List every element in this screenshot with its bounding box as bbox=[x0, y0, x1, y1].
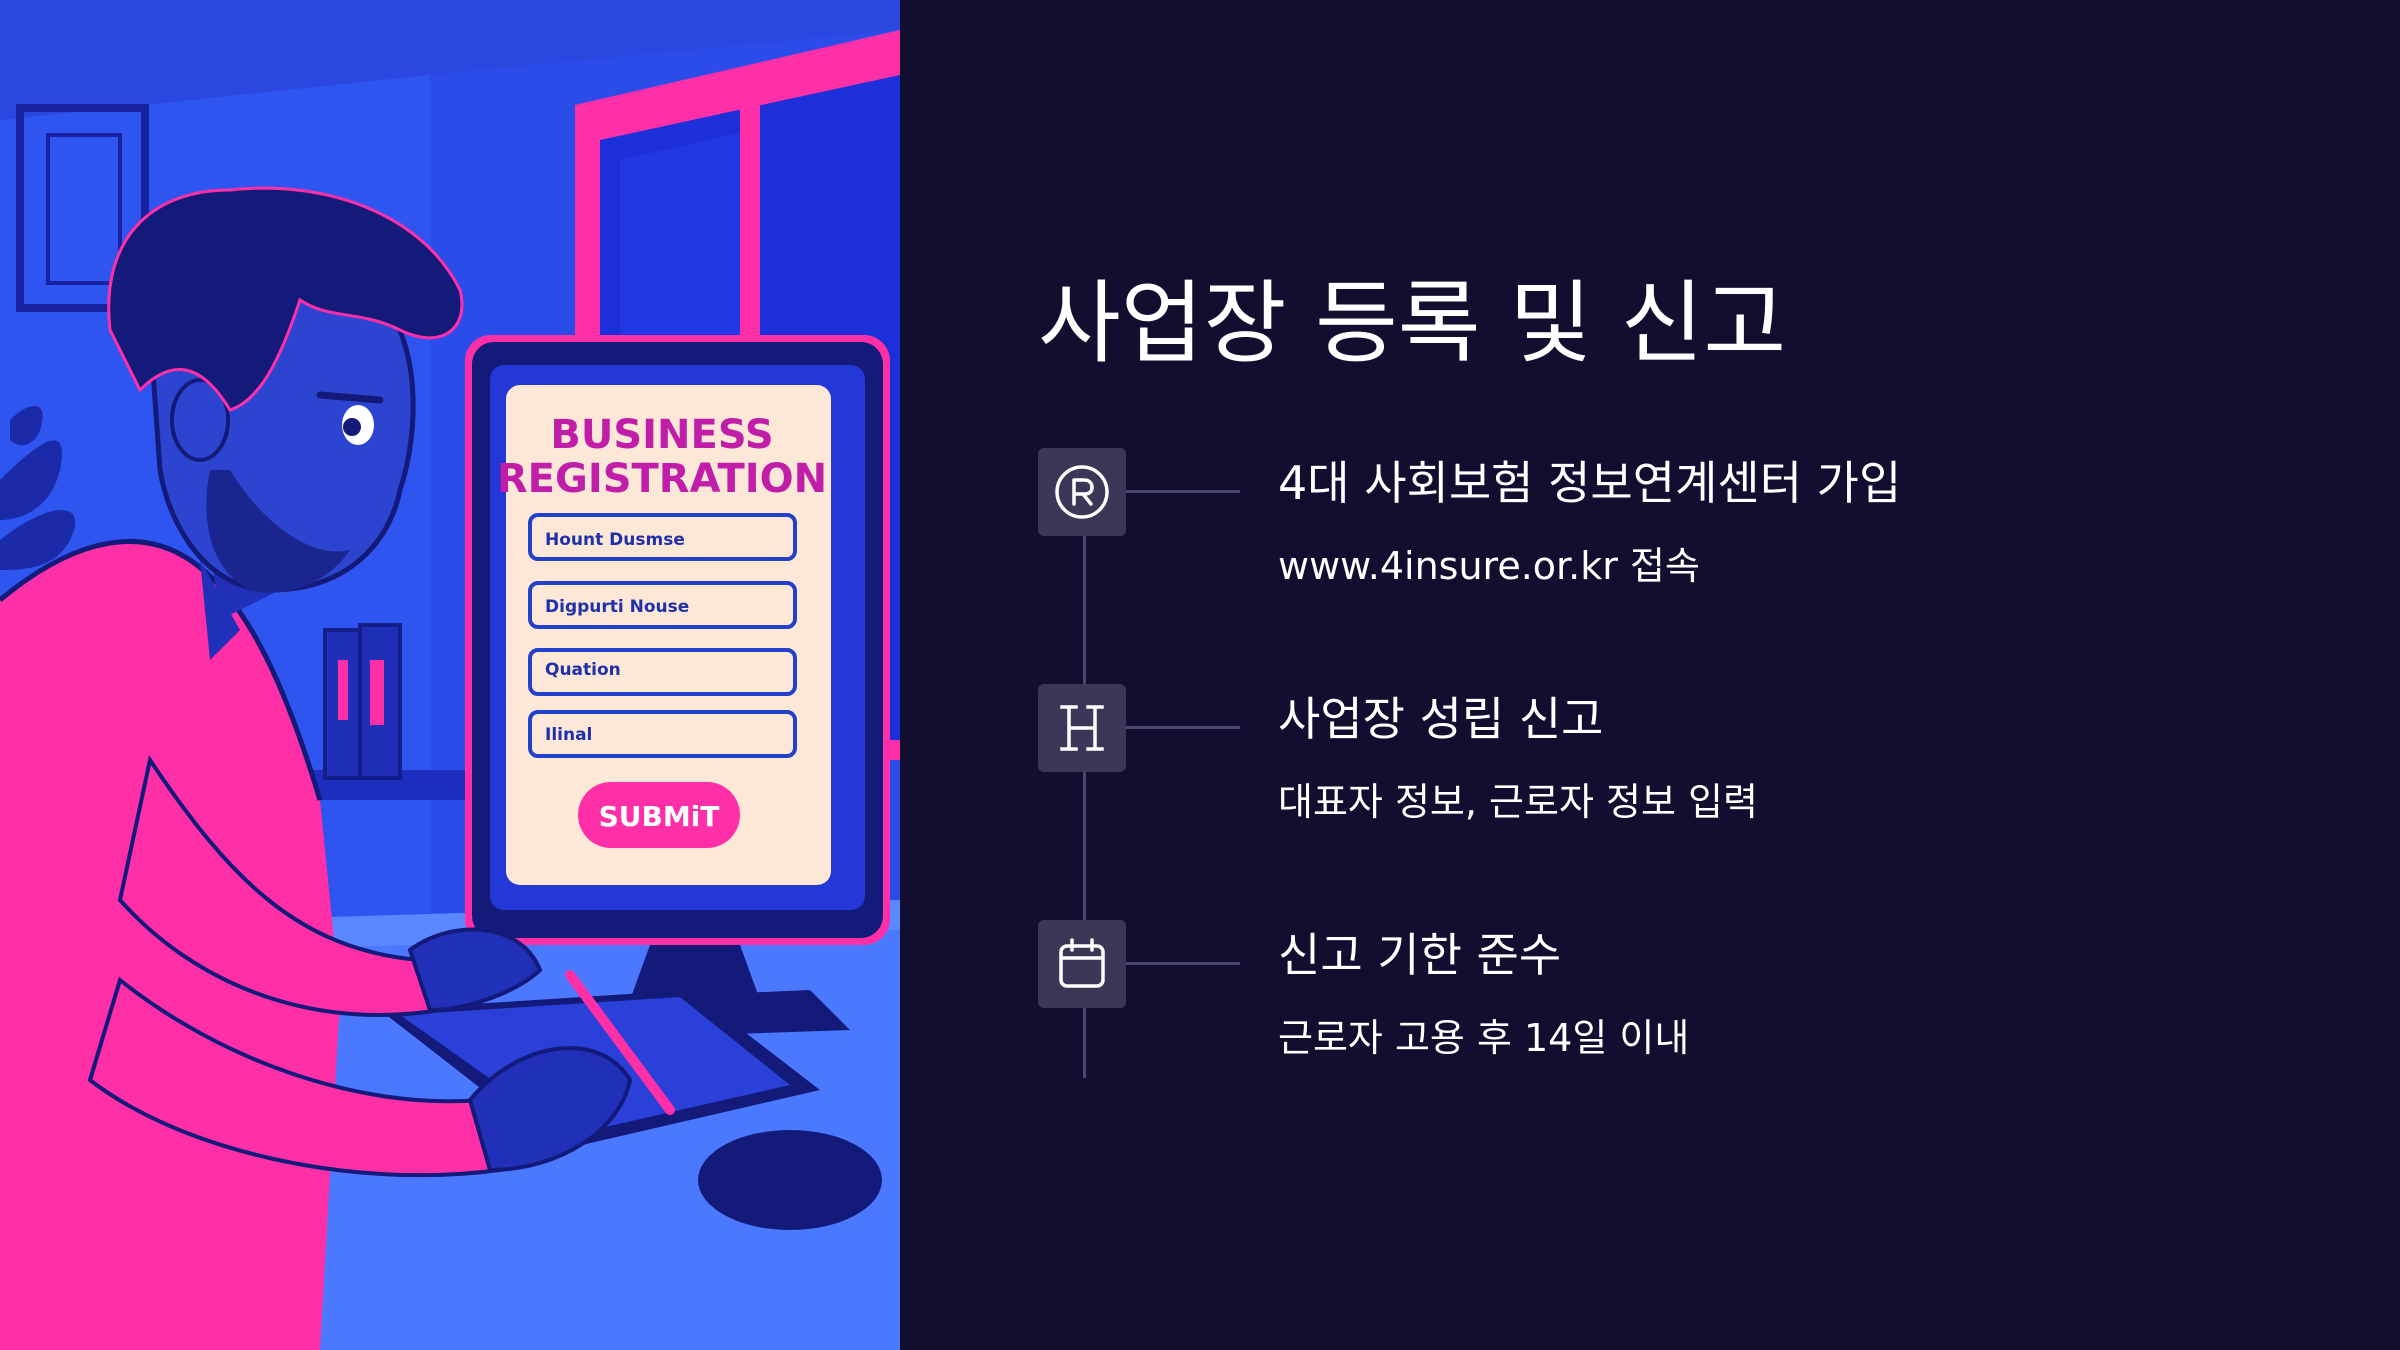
mouse bbox=[698, 1130, 882, 1230]
timeline-step-deadline: 신고 기한 준수 근로자 고용 후 14일 이내 bbox=[1038, 920, 2338, 1120]
hero-illustration: BUSINESS REGISTRATION Hount Dusmse Digpu… bbox=[0, 0, 900, 1350]
plant bbox=[0, 406, 76, 570]
person bbox=[0, 186, 675, 1350]
step-heading: 4대 사회보험 정보연계센터 가입 bbox=[1278, 456, 1902, 510]
step-description: 대표자 정보, 근로자 정보 입력 bbox=[1278, 780, 1758, 824]
calendar-icon bbox=[1038, 920, 1126, 1008]
step-connector bbox=[1126, 962, 1240, 965]
timeline-step-establishment: 사업장 성립 신고 대표자 정보, 근로자 정보 입력 bbox=[1038, 684, 2338, 884]
step-connector bbox=[1126, 490, 1240, 493]
form-field-3: Quation bbox=[545, 660, 621, 680]
step-heading: 신고 기한 준수 bbox=[1278, 928, 1562, 982]
timeline-line bbox=[1083, 534, 1086, 1078]
form-submit: SUBMiT bbox=[599, 800, 720, 833]
form-title-line1: BUSINESS bbox=[550, 412, 773, 458]
slide-content: 사업장 등록 및 신고 4대 사회보험 정보연계센터 가입 www.4insur… bbox=[900, 0, 2400, 1350]
registration-form: BUSINESS REGISTRATION Hount Dusmse Digpu… bbox=[497, 385, 831, 885]
step-connector bbox=[1126, 726, 1240, 729]
form-field-1: Hount Dusmse bbox=[545, 530, 685, 550]
letter-h-icon bbox=[1038, 684, 1126, 772]
step-description: 근로자 고용 후 14일 이내 bbox=[1278, 1016, 1690, 1060]
form-field-4: Ilinal bbox=[545, 725, 592, 745]
form-field-2: Digpurti Nouse bbox=[545, 597, 689, 617]
step-description: www.4insure.or.kr 접속 bbox=[1278, 544, 1700, 588]
slide-title: 사업장 등록 및 신고 bbox=[1038, 271, 1787, 376]
registered-icon bbox=[1038, 448, 1126, 536]
timeline-step-membership: 4대 사회보험 정보연계센터 가입 www.4insure.or.kr 접속 bbox=[1038, 448, 2338, 648]
step-heading: 사업장 성립 신고 bbox=[1278, 692, 1604, 746]
form-title-line2: REGISTRATION bbox=[497, 456, 827, 502]
picture-frame bbox=[16, 104, 149, 312]
